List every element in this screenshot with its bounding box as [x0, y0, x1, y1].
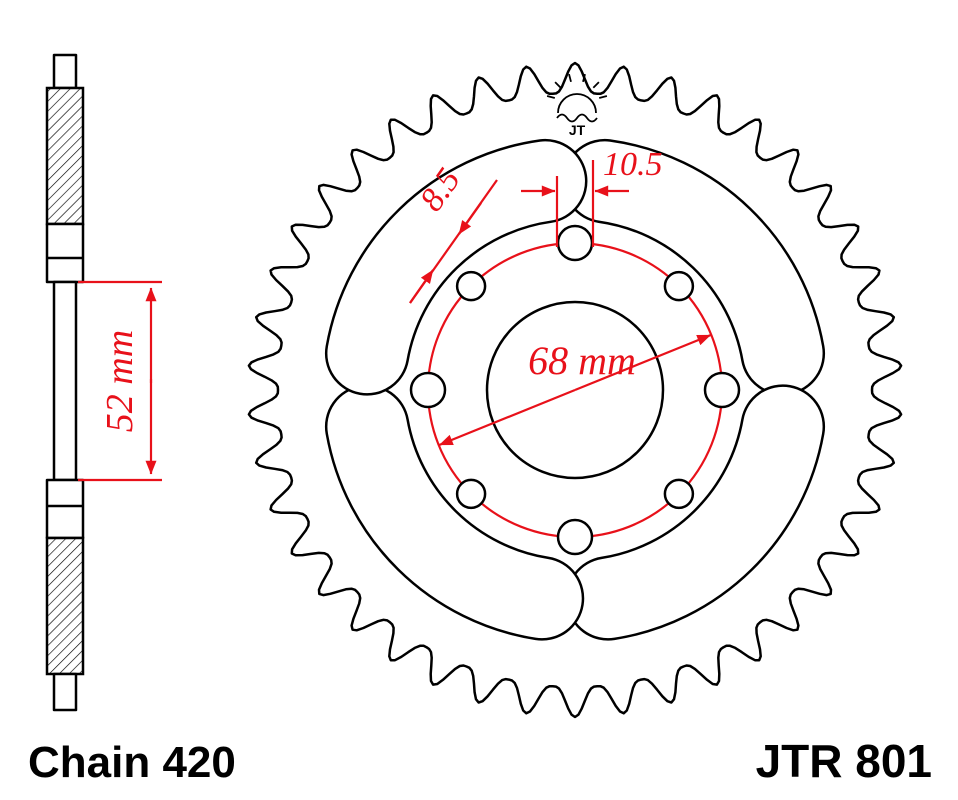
dim-105-label: 10.5 — [603, 146, 663, 183]
bolt-hole-large — [409, 371, 447, 409]
sun-disc-icon — [557, 93, 597, 114]
dim-68-label: 68 mm — [528, 338, 636, 383]
bolt-hole-small — [455, 478, 487, 510]
water-wave-icon — [556, 113, 598, 123]
dim-85-arrow-upper — [458, 202, 482, 235]
chain-size-label: Chain 420 — [28, 738, 236, 787]
side-view-bottom-stub — [52, 672, 78, 712]
part-number-label: JTR 801 — [756, 735, 932, 787]
dim-52-label: 52 mm — [99, 330, 141, 432]
dimension-52mm: 52 mm — [78, 280, 162, 482]
bolt-hole-large — [703, 371, 741, 409]
lightening-window — [565, 384, 826, 641]
bolt-hole-large — [556, 224, 594, 262]
side-view-bore-section — [52, 280, 78, 482]
dimension-10-5: 10.5 — [521, 146, 663, 247]
side-view-upper-band — [45, 222, 85, 284]
side-view-lower-band — [45, 478, 85, 540]
dim-68-arrow-right — [574, 334, 712, 392]
bolt-hole-small — [663, 478, 695, 510]
side-view-top-stub — [52, 53, 78, 90]
jt-sun-logo: JT — [546, 73, 608, 138]
dim-85-arrow-lower — [409, 269, 434, 304]
bolt-hole-small — [455, 270, 487, 302]
bolt-hole-small — [663, 270, 695, 302]
bolt-hole-large — [556, 518, 594, 556]
sprocket-side-view — [45, 53, 85, 712]
side-view-upper-hatched-section — [45, 86, 85, 226]
sun-rays-icon — [546, 73, 608, 99]
lightening-windows — [324, 138, 826, 641]
dimension-68mm: 68 mm — [438, 334, 712, 446]
lightening-window — [324, 384, 585, 641]
lightening-window — [324, 138, 588, 396]
bolt-holes — [409, 224, 741, 556]
dim-68-arrow-left — [438, 388, 576, 446]
side-view-lower-hatched-section — [45, 536, 85, 676]
logo-text: JT — [569, 122, 586, 138]
